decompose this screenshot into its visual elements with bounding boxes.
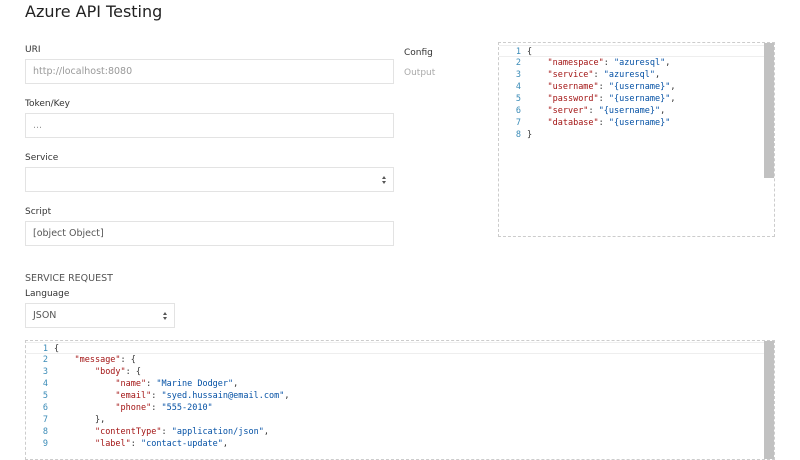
uri-label: URI <box>25 45 41 55</box>
language-label: Language <box>25 289 70 299</box>
line-number: 6 <box>42 403 48 413</box>
page-title: Azure API Testing <box>25 2 163 21</box>
line-number: 9 <box>42 439 48 449</box>
line-number: 8 <box>42 427 48 437</box>
language-selected: JSON <box>33 310 57 321</box>
line-number: 6 <box>515 106 521 116</box>
line-number: 4 <box>515 82 521 92</box>
script-input[interactable]: [object Object] <box>25 221 394 246</box>
line-number: 3 <box>42 367 48 377</box>
config-scrollbar[interactable] <box>764 43 774 178</box>
line-number: 7 <box>515 118 521 128</box>
code-line: 8 "contentType": "application/json", <box>26 426 774 438</box>
token-input[interactable]: ... <box>25 113 394 138</box>
code-line: 7 "database": "{username}" <box>499 117 774 129</box>
line-number: 4 <box>42 379 48 389</box>
service-label: Service <box>25 153 59 163</box>
code-line: 6 "phone": "555-2010" <box>26 402 774 414</box>
line-number: 3 <box>515 70 521 80</box>
code-line: 1{ <box>26 342 774 354</box>
language-select[interactable]: JSON <box>25 303 175 328</box>
line-number: 7 <box>42 415 48 425</box>
code-line: 5 "password": "{username}", <box>499 93 774 105</box>
config-editor[interactable]: 1{2 "namespace": "azuresql",3 "service":… <box>498 42 775 237</box>
code-line: 2 "namespace": "azuresql", <box>499 57 774 69</box>
token-label: Token/Key <box>25 99 70 109</box>
tab-config[interactable]: Config <box>404 48 433 58</box>
code-line: 6 "server": "{username}", <box>499 105 774 117</box>
request-scrollbar[interactable] <box>764 341 774 459</box>
code-line: 4 "username": "{username}", <box>499 81 774 93</box>
line-number: 2 <box>515 58 521 68</box>
service-request-heading: SERVICE REQUEST <box>25 273 113 284</box>
script-label: Script <box>25 207 52 217</box>
code-line: 3 "service": "azuresql", <box>499 69 774 81</box>
code-line: 5 "email": "syed.hussain@email.com", <box>26 390 774 402</box>
select-arrows-icon <box>382 176 387 184</box>
code-line: 7 }, <box>26 414 774 426</box>
uri-input[interactable]: http://localhost:8080 <box>25 59 394 84</box>
line-number: 8 <box>515 130 521 140</box>
select-arrows-icon <box>163 312 168 320</box>
code-line: 2 "message": { <box>26 354 774 366</box>
code-line: 3 "body": { <box>26 366 774 378</box>
tab-output[interactable]: Output <box>404 68 436 78</box>
code-line: 4 "name": "Marine Dodger", <box>26 378 774 390</box>
service-select[interactable] <box>25 167 394 192</box>
line-number: 5 <box>515 94 521 104</box>
code-line: 1{ <box>499 45 774 57</box>
line-number: 5 <box>42 391 48 401</box>
code-line: 8} <box>499 129 774 141</box>
line-number: 1 <box>42 344 48 354</box>
request-editor[interactable]: 1{2 "message": {3 "body": {4 "name": "Ma… <box>25 340 775 460</box>
code-line: 9 "label": "contact-update", <box>26 438 774 450</box>
line-number: 1 <box>515 47 521 57</box>
line-number: 2 <box>42 355 48 365</box>
